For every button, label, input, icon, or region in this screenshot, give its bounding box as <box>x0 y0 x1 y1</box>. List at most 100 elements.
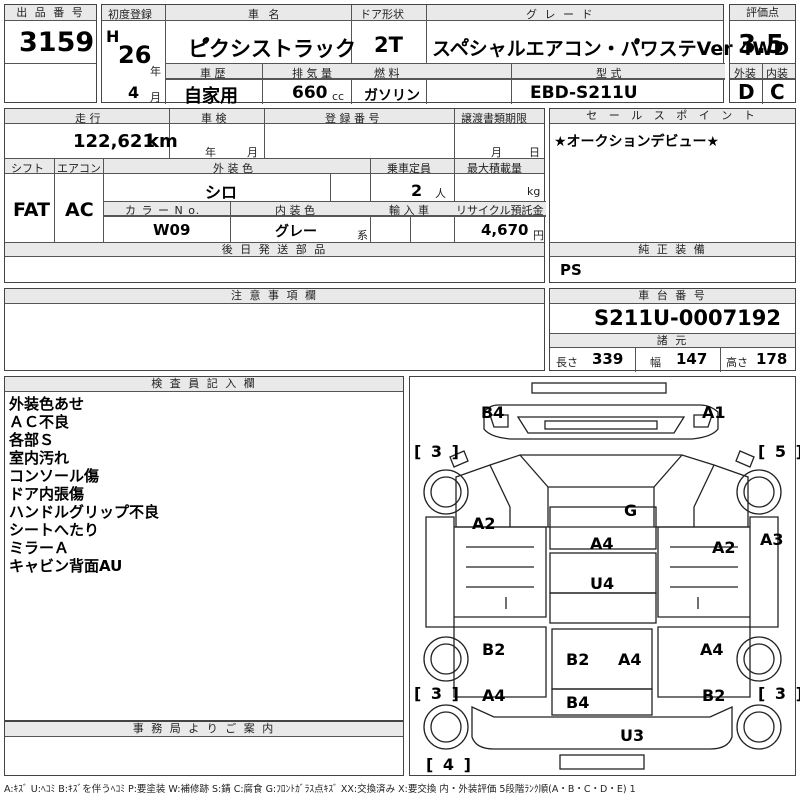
inspector-line: 外装色あせ <box>9 395 85 413</box>
inspection-month-unit: 月 <box>247 146 258 159</box>
import-label: 輸 入 車 <box>389 204 429 217</box>
damage-mark: A1 <box>702 403 726 422</box>
score-value: 3.5 <box>738 30 785 60</box>
inspector-line: コンソール傷 <box>9 467 100 485</box>
damage-mark: B2 <box>482 640 506 659</box>
max-load-label: 最大積載量 <box>467 162 522 175</box>
transfer-day-unit: 日 <box>529 146 540 159</box>
inspector-line: シートへたり <box>9 521 100 539</box>
inspector-line: ＡＣ不良 <box>9 413 70 431</box>
damage-mark: B2 <box>566 650 590 669</box>
mileage-value: 122,621 <box>73 131 155 152</box>
damage-mark: A2 <box>472 514 496 533</box>
lot-number: 3159 <box>19 27 95 58</box>
capacity-value: 2 <box>411 181 423 200</box>
reg-no-label: 登 録 番 号 <box>325 112 380 125</box>
int-color-value: グレー <box>275 224 317 240</box>
history-label: 車 歴 <box>200 67 226 80</box>
sales-point-label: セ ー ル ス ポ イ ン ト <box>550 109 795 124</box>
damage-mark: A2 <box>712 538 736 557</box>
interior-label: 内装 <box>766 67 788 80</box>
later-parts-label: 後 日 発 送 部 品 <box>5 243 544 257</box>
int-color-unit: 系 <box>357 229 368 242</box>
damage-legend: A:ｷｽﾞ U:ﾍｺﾐ B:ｷｽﾞを伴うﾍｺﾐ P:要塗装 W:補修跡 S:錆 … <box>4 784 636 795</box>
mileage-label: 走 行 <box>75 112 101 125</box>
tire-rating: [ 3 ] <box>758 684 800 703</box>
displacement-unit: cc <box>332 90 345 103</box>
damage-mark: A4 <box>590 534 614 553</box>
displacement-value: 660 <box>292 83 328 103</box>
truck-diagram <box>423 382 782 770</box>
car-name-label: 車 名 <box>248 8 283 21</box>
ac-value: AC <box>65 199 94 221</box>
transfer-label: 譲渡書類期限 <box>461 112 527 125</box>
inspector-line: ハンドルグリップ不良 <box>9 503 160 521</box>
fuel-label: 燃 料 <box>374 67 400 80</box>
max-load-unit: kg <box>527 185 541 198</box>
capacity-unit: 人 <box>435 187 446 200</box>
exterior-label: 外装 <box>734 67 756 80</box>
dims-label: 諸 元 <box>550 334 795 348</box>
tire-rating: [ 3 ] <box>414 684 461 703</box>
inspector-line: 室内汚れ <box>9 449 70 467</box>
first-reg-era: H <box>106 27 120 46</box>
grade-label: グ レ ー ド <box>526 8 595 21</box>
first-reg-month-unit: 月 <box>150 91 161 104</box>
chassis-box: 車 台 番 号 S211U-0007192 諸 元 長さ 339 幅 147 高… <box>549 288 796 372</box>
damage-mark: A4 <box>700 640 724 659</box>
first-reg-label: 初度登録 <box>108 8 152 21</box>
ext-color-label: 外 装 色 <box>213 162 253 175</box>
fuel-value: ガソリン <box>364 88 420 104</box>
damage-diagram-box: B4 A1 G A2 A4 A2 A3 U4 B2 B2 A4 A4 A4 B2… <box>409 376 800 776</box>
shift-value: FAT <box>13 199 50 221</box>
tire-rating: [ 4 ] <box>426 755 473 774</box>
damage-mark: B4 <box>566 693 590 712</box>
inspector-line: ミラーＡ <box>9 539 70 557</box>
length-label: 長さ <box>556 356 578 369</box>
damage-mark: A4 <box>482 686 506 705</box>
ext-color-value: シロ <box>205 183 238 202</box>
inspection-label: 車 検 <box>201 112 227 125</box>
damage-mark: U3 <box>620 726 645 745</box>
model-label: 型 式 <box>596 67 622 80</box>
details-box: 走 行 車 検 登 録 番 号 譲渡書類期限 122,621 km 年 月 月 … <box>4 108 546 283</box>
inspector-label: 検 査 員 記 入 欄 <box>5 377 403 392</box>
damage-mark: U4 <box>590 574 615 593</box>
tire-rating: [ 5 ] <box>758 442 800 461</box>
color-no-value: W09 <box>153 221 191 239</box>
vehicle-info-box: 初度登録 車 名 ドア形状 グ レ ー ド H 26 年 ピ゚クシストラック 2… <box>101 4 789 107</box>
office-box: 事 務 局 よ り ご 案 内 <box>4 721 404 776</box>
damage-mark: G <box>624 501 638 520</box>
history-value: 自家用 <box>184 86 238 107</box>
displacement-label: 排 気 量 <box>292 67 332 80</box>
score-box: 評価点 3.5 外装 内装 D C <box>729 4 796 104</box>
inspector-box: 検 査 員 記 入 欄 外装色あせ ＡＣ不良 各部Ｓ 室内汚れ コンソール傷 ド… <box>4 376 404 721</box>
recycle-unit: 円 <box>533 229 544 242</box>
door-type: 2T <box>374 33 403 57</box>
first-reg-year-unit: 年 <box>150 65 161 78</box>
exterior-grade: D <box>738 80 755 104</box>
height-value: 178 <box>756 350 788 368</box>
door-label: ドア形状 <box>360 8 404 21</box>
inspector-line: キャビン背面AU <box>9 557 123 575</box>
capacity-label: 乗車定員 <box>387 162 431 175</box>
first-reg-year: 26 <box>118 41 152 69</box>
chassis-label: 車 台 番 号 <box>550 289 795 304</box>
length-value: 339 <box>592 350 624 368</box>
inspector-line: 各部Ｓ <box>9 431 55 449</box>
interior-grade: C <box>770 80 785 104</box>
tire-rating: [ 3 ] <box>414 442 461 461</box>
lot-box: 出 品 番 号 3159 <box>4 4 97 103</box>
grade-value: スペ゚シャルエアコン・パ゚ワステVer 4WD <box>432 38 790 60</box>
model-value: EBD-S211U <box>530 83 638 103</box>
sales-point-text: ★オークションデビュー★ <box>554 134 720 150</box>
damage-mark: B4 <box>481 403 505 422</box>
score-label: 評価点 <box>730 5 795 21</box>
damage-mark: B2 <box>702 686 726 705</box>
shift-label: シフト <box>11 162 44 175</box>
first-reg-month: 4 <box>128 83 140 102</box>
int-color-label: 内 装 色 <box>275 204 315 217</box>
lot-label: 出 品 番 号 <box>5 5 96 21</box>
width-value: 147 <box>676 350 708 368</box>
recycle-label: リサイクル預託金 <box>456 204 544 217</box>
